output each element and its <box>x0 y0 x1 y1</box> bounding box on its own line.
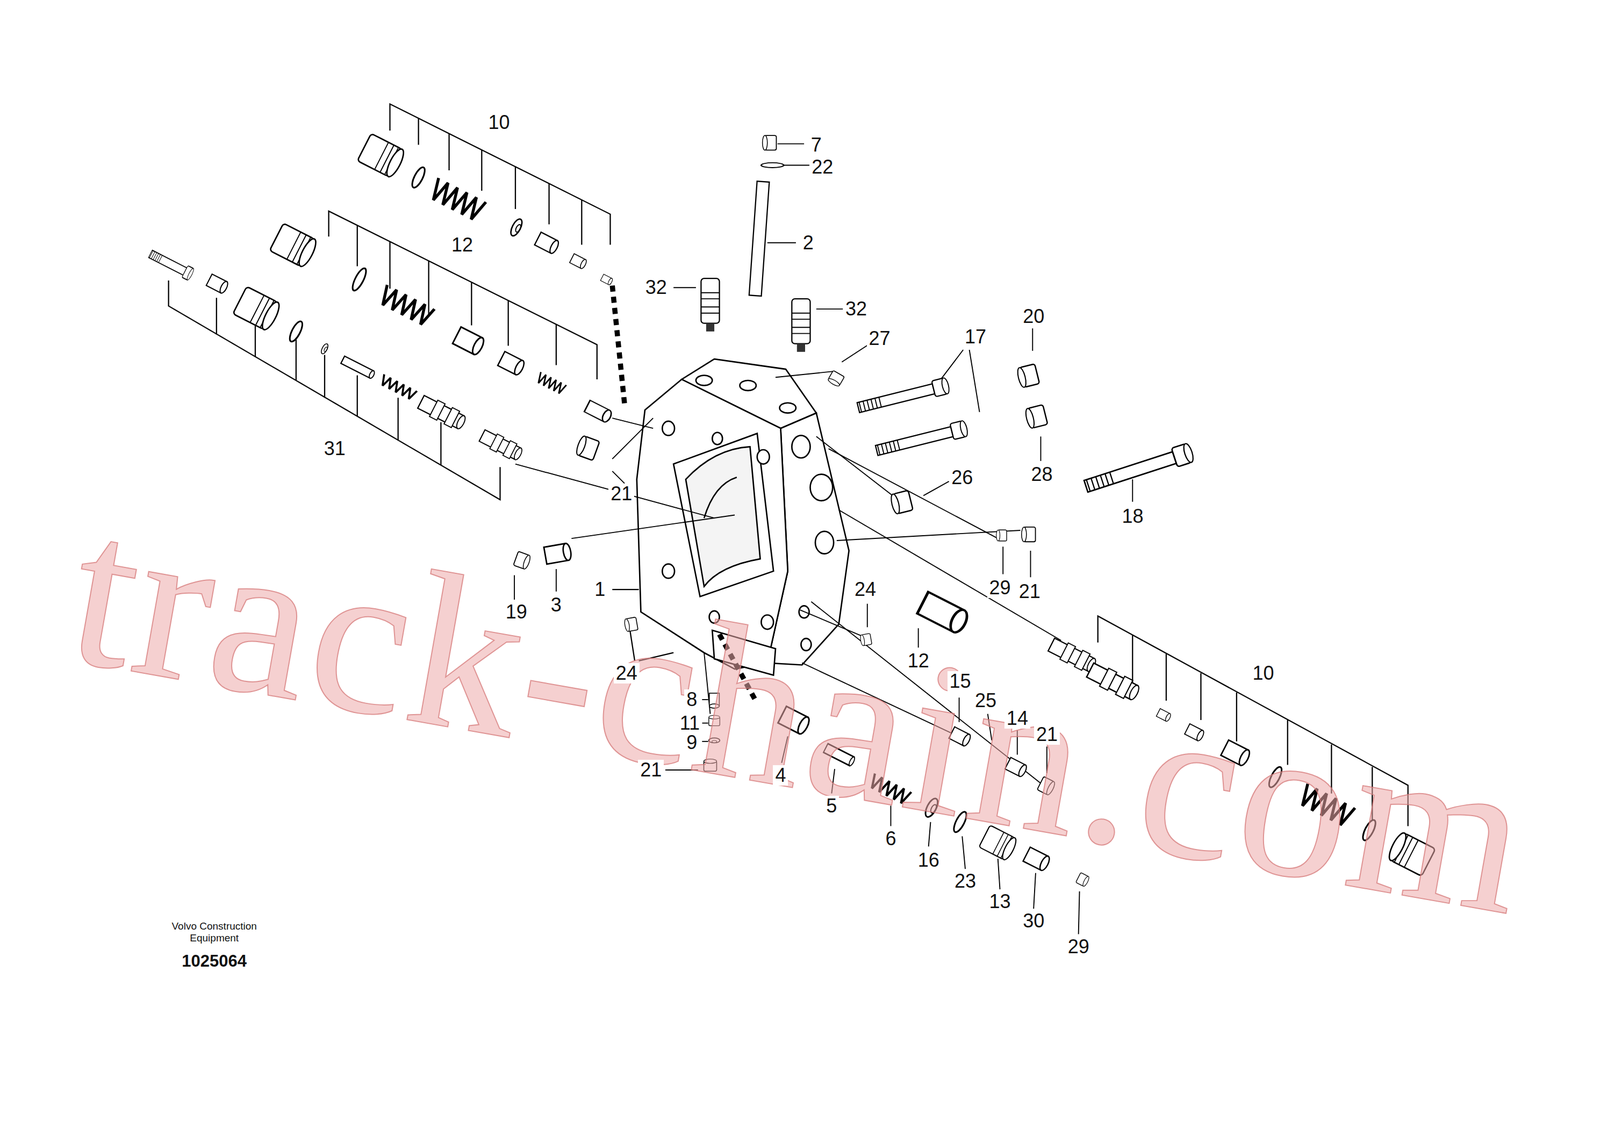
callout-number: 29 <box>1065 936 1092 958</box>
callout-number: 16 <box>915 850 942 871</box>
callout-number: 14 <box>1004 708 1031 729</box>
drawing-number: 1025064 <box>181 952 247 970</box>
callout-number: 29 <box>987 577 1014 599</box>
callout-number: 26 <box>949 467 975 489</box>
maker-name: Volvo Construction Equipment <box>149 920 279 945</box>
callout-number: 7 <box>808 134 824 156</box>
callout-number: 9 <box>684 732 700 753</box>
callout-number: 25 <box>972 690 999 712</box>
callout-number: 12 <box>905 650 932 672</box>
callout-number: 24 <box>613 663 640 684</box>
callout-number: 28 <box>1028 464 1055 485</box>
callout-number: 10 <box>485 112 512 133</box>
callout-number: 31 <box>321 438 348 459</box>
callout-number: 6 <box>883 828 899 850</box>
callout-number: 19 <box>503 601 530 623</box>
callout-number: 10 <box>1250 663 1276 684</box>
callout-number: 17 <box>962 326 989 348</box>
callout-number: 2 <box>800 232 816 254</box>
callout-number: 21 <box>1034 724 1060 745</box>
callout-number: 1 <box>592 579 608 600</box>
callout-number: 21 <box>608 483 635 505</box>
callout-number: 12 <box>449 234 476 256</box>
callout-number: 30 <box>1020 910 1047 932</box>
callout-number: 11 <box>677 713 702 734</box>
callout-number: 24 <box>852 579 879 600</box>
callout-number: 4 <box>772 765 788 786</box>
callout-number: 18 <box>1119 506 1146 527</box>
callout-number: 5 <box>823 795 839 817</box>
callout-number: 32 <box>643 277 670 298</box>
callout-number: 13 <box>987 891 1014 913</box>
callout-number: 20 <box>1020 306 1047 327</box>
callout-number: 21 <box>637 759 664 781</box>
callout-number: 23 <box>952 871 979 892</box>
callout-number: 15 <box>947 671 974 692</box>
callout-number: 3 <box>548 594 564 616</box>
callout-number: 8 <box>684 689 700 710</box>
callout-number: 22 <box>809 156 836 178</box>
callout-number: 27 <box>866 328 893 349</box>
callout-number: 21 <box>1016 581 1043 602</box>
callout-number: 32 <box>843 298 870 320</box>
